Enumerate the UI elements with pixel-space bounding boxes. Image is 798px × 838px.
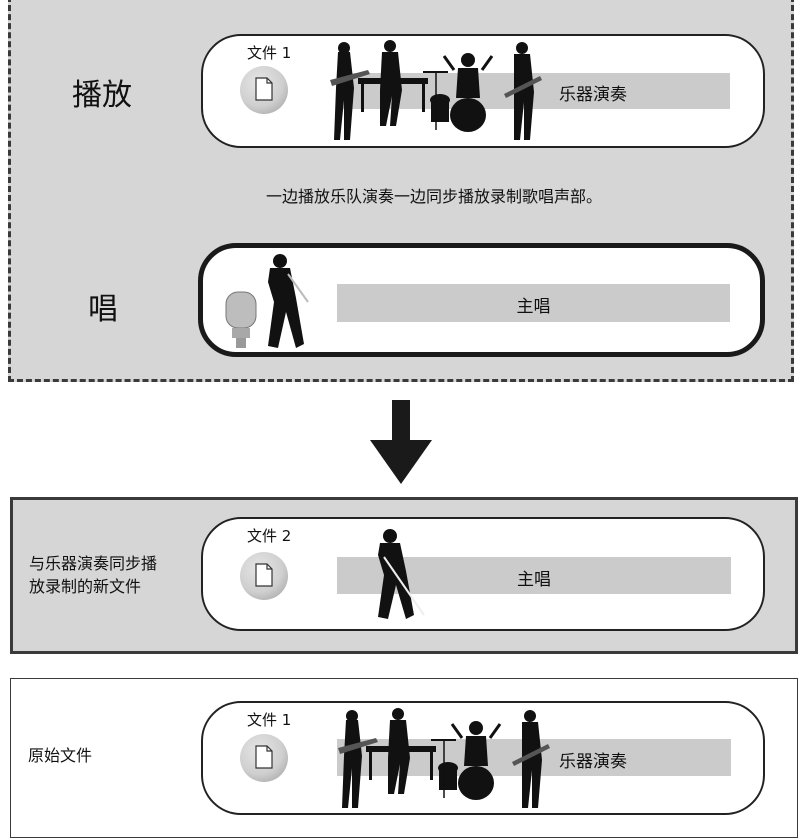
file-disc-icon: [240, 552, 288, 600]
file-disc-icon: [240, 66, 288, 114]
sing-title: 唱: [88, 292, 118, 327]
microphone-icon: [225, 291, 257, 348]
new-file-label: 与乐器演奏同步播 放录制的新文件: [29, 552, 157, 598]
singer-silhouette-icon: [378, 529, 425, 619]
new-file-label-line1: 与乐器演奏同步播: [29, 554, 158, 573]
playback-caption: 一边播放乐队演奏一边同步播放录制歌唱声部。: [266, 187, 603, 206]
new-file-label-line2: 放录制的新文件: [29, 577, 142, 596]
file-disc-icon: [240, 734, 288, 782]
band-silhouette-icon: [330, 40, 542, 140]
original-file-label: 原始文件: [28, 746, 93, 765]
down-arrow-icon: [370, 400, 432, 484]
instrument-bar-label: 乐器演奏: [559, 85, 627, 105]
playback-title: 播放: [72, 78, 132, 113]
file-label: 文件 1: [247, 44, 292, 62]
vocal-bar-label: 主唱: [516, 297, 551, 317]
document-icon: [255, 745, 273, 769]
document-icon: [255, 77, 273, 101]
file-label: 文件 1: [247, 711, 292, 729]
new-vocal-bar-label: 主唱: [517, 570, 551, 590]
document-icon: [255, 563, 273, 587]
singer-silhouette-icon: [268, 254, 309, 348]
original-instrument-bar-label: 乐器演奏: [559, 752, 627, 772]
vocal-bar: 主唱: [337, 284, 730, 322]
file-label: 文件 2: [247, 527, 292, 545]
band-silhouette-icon: [338, 708, 550, 808]
